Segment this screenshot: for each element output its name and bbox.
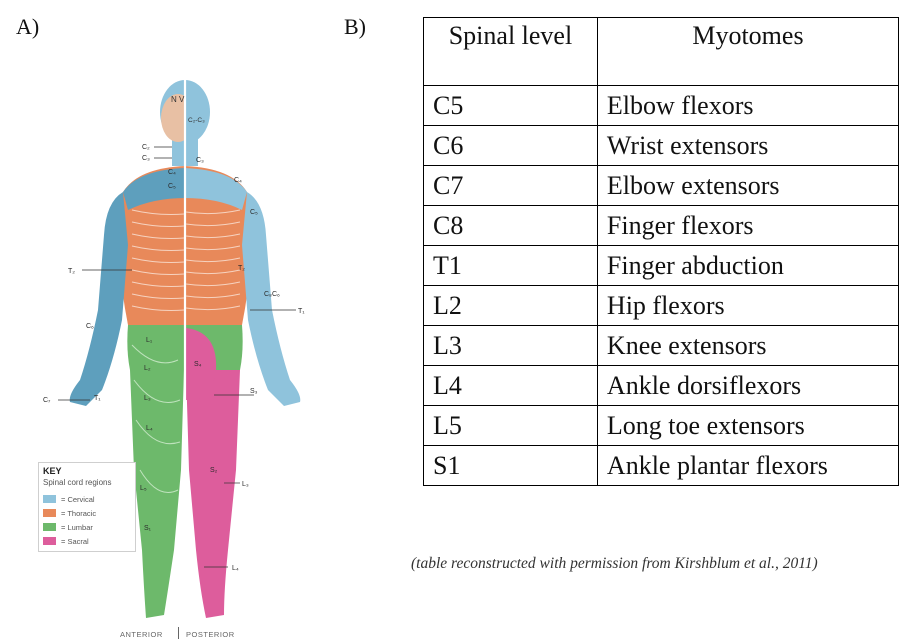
view-label-posterior: POSTERIOR (186, 630, 235, 639)
cell-spinal-level: L2 (424, 286, 598, 326)
dermatome-label: L₄ (146, 425, 153, 432)
key-item-label: = Thoracic (61, 509, 96, 518)
table-header-row: Spinal level Myotomes (424, 18, 899, 86)
key-swatch (43, 509, 56, 517)
dermatome-label: T₂ (238, 265, 245, 272)
head-label: N (171, 95, 177, 104)
key-item-sacral: = Sacral (43, 536, 89, 546)
dermatome-label: S₂ (210, 467, 218, 474)
cell-myotome: Ankle dorsiflexors (597, 366, 898, 406)
key-legend: KEY Spinal cord regions = Cervical = Tho… (38, 462, 136, 552)
dermatome-label: C₇ (43, 397, 51, 404)
dermatome-label: C₆ (272, 291, 280, 298)
dermatome-label: T₂ (68, 268, 75, 275)
dermatome-label: S₁ (144, 525, 152, 532)
view-label-anterior: ANTERIOR (120, 630, 163, 639)
cell-spinal-level: C6 (424, 126, 598, 166)
cell-spinal-level: C5 (424, 86, 598, 126)
cell-myotome: Finger abduction (597, 246, 898, 286)
cell-spinal-level: L3 (424, 326, 598, 366)
key-swatch (43, 537, 56, 545)
dermatome-label: C₅ (250, 209, 258, 216)
cell-spinal-level: L4 (424, 366, 598, 406)
cell-myotome: Wrist extensors (597, 126, 898, 166)
dermatome-label: C₂ (142, 144, 150, 151)
dermatome-label: C₆ (86, 323, 94, 330)
key-item-label: = Lumbar (61, 523, 93, 532)
head-label: C₂-C₃ (188, 117, 205, 124)
key-item-label: = Cervical (61, 495, 95, 504)
dermatome-label: L₂ (144, 365, 151, 372)
header-spinal-level: Spinal level (424, 18, 598, 86)
dermatome-label: C₄ (234, 177, 242, 184)
key-title: KEY (43, 466, 62, 476)
dermatome-label: L₃ (144, 395, 151, 402)
cell-myotome: Finger flexors (597, 206, 898, 246)
table-source-note: (table reconstructed with permission fro… (411, 553, 881, 575)
cell-spinal-level: T1 (424, 246, 598, 286)
dermatome-label: S₃ (250, 388, 258, 395)
dermatome-label: T₁ (94, 395, 101, 402)
key-swatch (43, 495, 56, 503)
cell-spinal-level: C7 (424, 166, 598, 206)
dermatome-label: L₄ (232, 565, 239, 572)
panel-a-label: A) (16, 14, 39, 40)
dermatome-label: C₃ (142, 155, 150, 162)
cell-myotome: Ankle plantar flexors (597, 446, 898, 486)
dermatome-label: C₅ (168, 183, 176, 190)
key-swatch (43, 523, 56, 531)
head-label: V (179, 95, 185, 104)
key-item-cervical: = Cervical (43, 494, 95, 504)
cell-spinal-level: S1 (424, 446, 598, 486)
view-divider (178, 627, 179, 639)
panel-b-label: B) (344, 14, 366, 40)
cell-myotome: Hip flexors (597, 286, 898, 326)
dermatome-label: S₄ (194, 361, 202, 368)
cell-spinal-level: C8 (424, 206, 598, 246)
dermatome-label: L₁ (146, 337, 153, 344)
dermatome-label: L₅ (140, 485, 147, 492)
cell-spinal-level: L5 (424, 406, 598, 446)
cell-myotome: Knee extensors (597, 326, 898, 366)
dermatome-label: C₈ (264, 291, 272, 298)
dermatome-label: T₁ (298, 308, 305, 315)
cell-myotome: Elbow extensors (597, 166, 898, 206)
key-item-thoracic: = Thoracic (43, 508, 96, 518)
key-item-label: = Sacral (61, 537, 89, 546)
header-myotomes: Myotomes (597, 18, 898, 86)
cell-myotome: Long toe extensors (597, 406, 898, 446)
key-subtitle: Spinal cord regions (43, 478, 111, 487)
cell-myotome: Elbow flexors (597, 86, 898, 126)
dermatome-label: C₄ (168, 169, 176, 176)
dermatome-label: C₃ (196, 157, 204, 164)
key-item-lumbar: = Lumbar (43, 522, 93, 532)
dermatome-label: L₃ (242, 481, 249, 488)
